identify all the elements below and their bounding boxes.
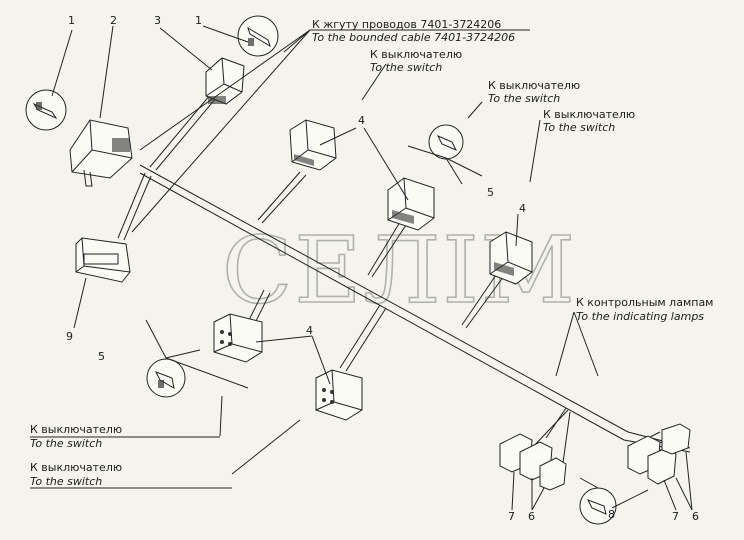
label-harness-ru: К жгуту проводов 7401-3724206 [312, 18, 501, 31]
terminal-detail-1b [237, 15, 279, 57]
label-switch-b-en: To the switch [488, 92, 560, 105]
label-switch-e-ru: К выключателю [30, 461, 122, 474]
callout-3: 3 [154, 14, 161, 27]
callout-6a: 6 [528, 510, 535, 523]
label-lamps-en: To the indicating lamps [576, 310, 704, 323]
connector-9 [75, 237, 131, 283]
leader-lines [30, 25, 693, 511]
callout-4c: 4 [306, 324, 313, 337]
label-switch-d-en: To the switch [30, 437, 102, 450]
label-lamps-ru: К контрольным лампам [576, 296, 713, 309]
callout-2: 2 [110, 14, 117, 27]
callout-1b: 1 [195, 14, 202, 27]
connector-4-lower-a [213, 313, 263, 363]
callout-7a: 7 [508, 510, 515, 523]
callout-4b: 4 [519, 202, 526, 215]
callout-1a: 1 [68, 14, 75, 27]
label-switch-b-ru: К выключателю [488, 79, 580, 92]
callout-5b: 5 [98, 350, 105, 363]
connector-3 [205, 57, 245, 105]
connector-group-left-bottom [499, 433, 567, 491]
terminal-detail-5b [146, 358, 186, 398]
terminal-detail-1a [25, 89, 67, 131]
label-switch-c-en: To the switch [543, 121, 615, 134]
label-switch-d-ru: К выключателю [30, 423, 122, 436]
connector-4-lower-b [315, 369, 363, 421]
label-switch-c-ru: К выключателю [543, 108, 635, 121]
connector-4-upper-a [289, 119, 337, 171]
callout-9: 9 [66, 330, 73, 343]
callout-4a: 4 [358, 114, 365, 127]
callout-7b: 7 [672, 510, 679, 523]
callout-8: 8 [608, 508, 615, 521]
label-switch-e-en: To the switch [30, 475, 102, 488]
label-switch-a-ru: К выключателю [370, 48, 462, 61]
connector-group-right-bottom [627, 423, 691, 485]
callout-5a: 5 [487, 186, 494, 199]
terminal-detail-5a [428, 124, 464, 160]
connector-2 [69, 119, 133, 187]
connector-4-upper-b [387, 177, 435, 231]
label-harness-en: To the bounded cable 7401-3724206 [312, 31, 515, 44]
callout-6b: 6 [692, 510, 699, 523]
label-switch-a-en: To the switch [370, 61, 442, 74]
connector-4-upper-c [489, 231, 533, 285]
